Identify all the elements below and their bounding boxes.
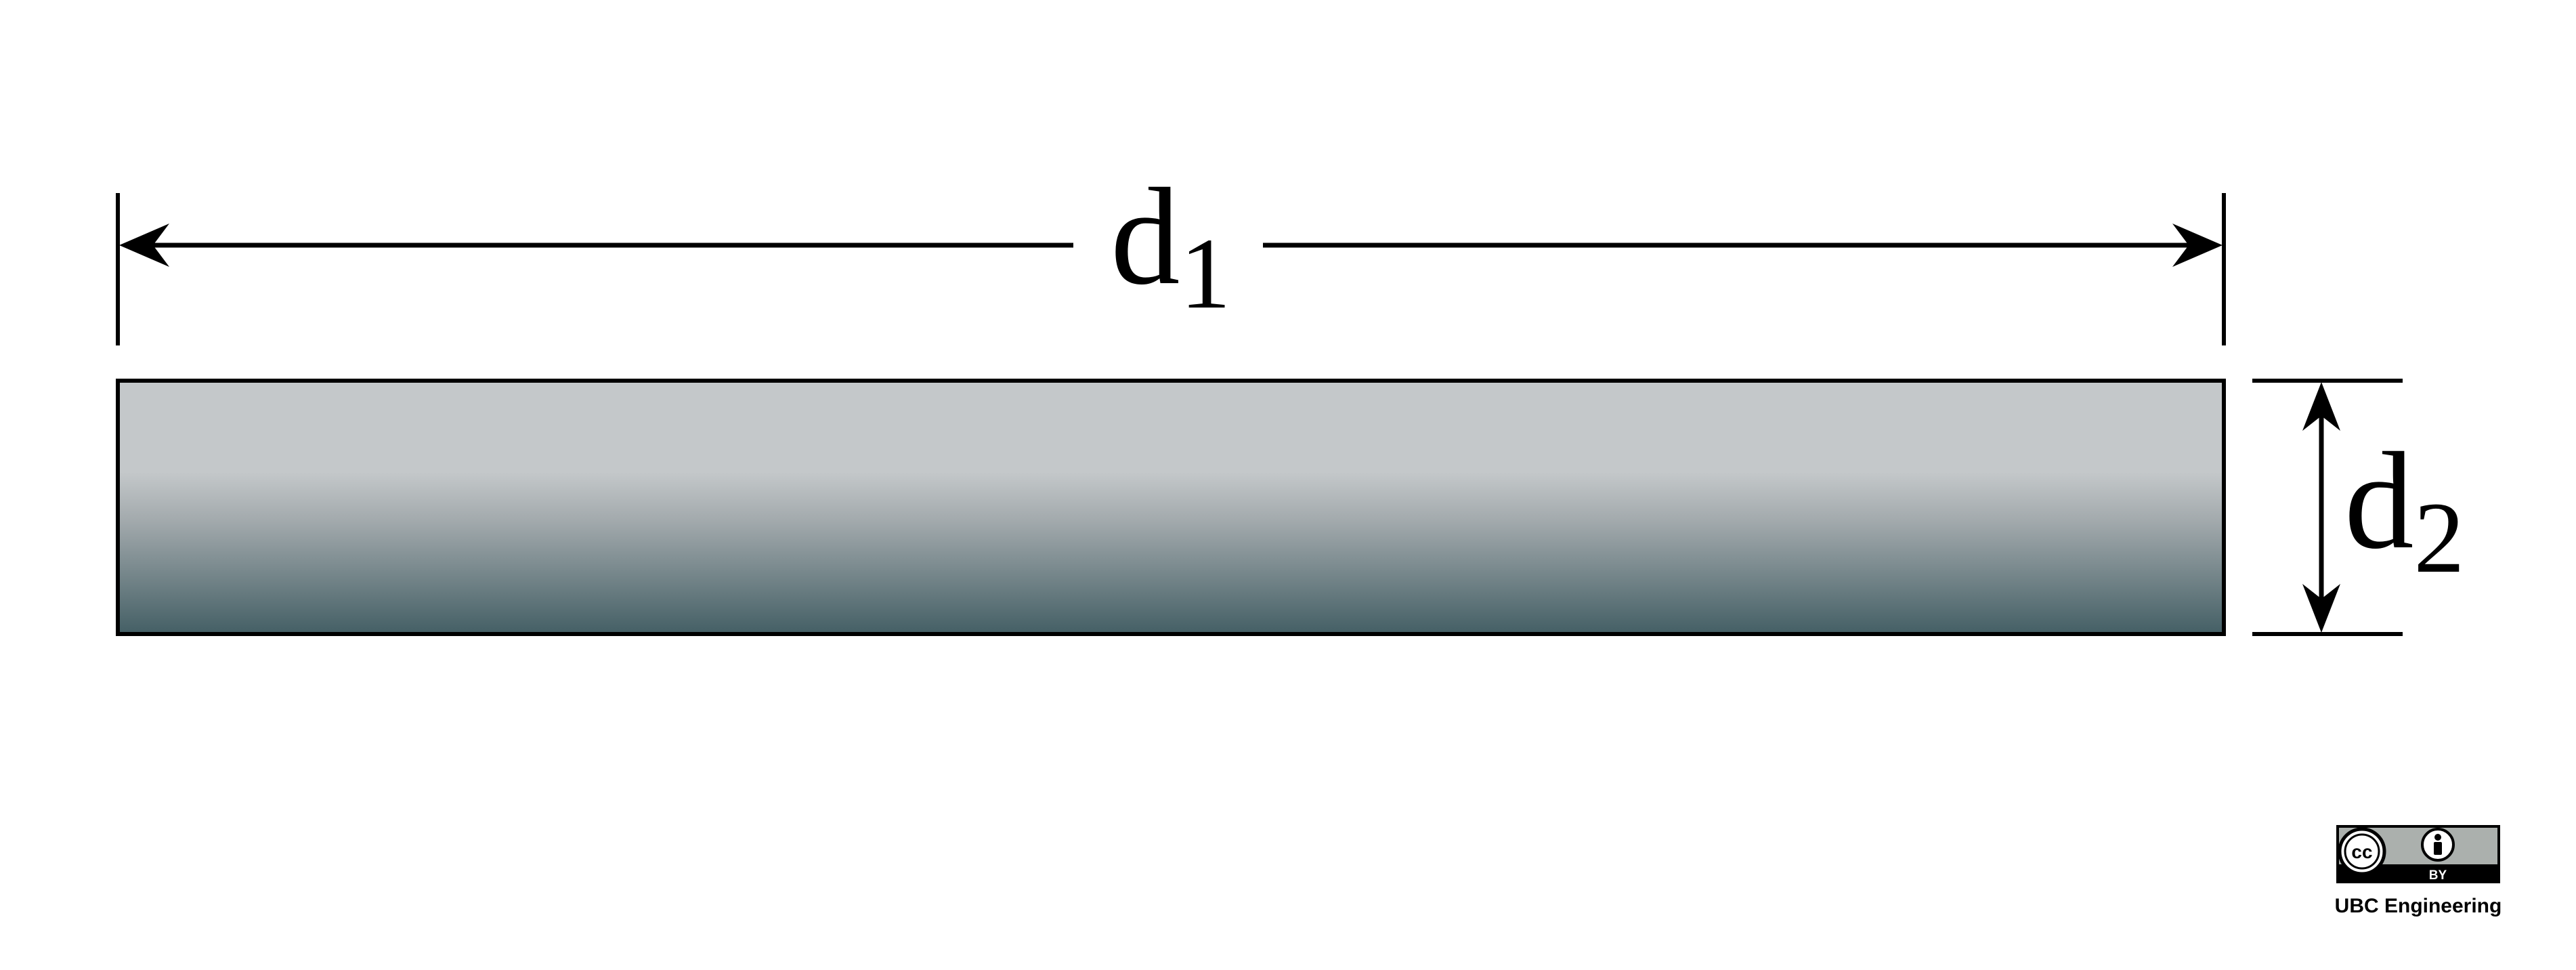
license-credit: UBC Engineering [2335, 895, 2502, 917]
thickness-arrowhead-bottom [2302, 584, 2340, 633]
creative-commons-icon: cc [2338, 827, 2386, 876]
bar-rectangle [116, 379, 2226, 636]
length-label: d1 [1111, 160, 1231, 330]
thickness-label: d2 [2344, 424, 2465, 594]
license-by-text: BY [2429, 868, 2447, 883]
length-subscript: 1 [1180, 217, 1231, 330]
cc-by-license-badge: cc BY [2336, 825, 2500, 883]
thickness-arrowhead-top [2302, 382, 2340, 431]
length-symbol: d [1111, 160, 1180, 314]
attribution-person-icon [2421, 828, 2455, 862]
length-arrowhead-right [2172, 224, 2223, 267]
thickness-subscript: 2 [2414, 482, 2465, 594]
length-arrowhead-left [119, 224, 169, 267]
thickness-symbol: d [2344, 424, 2414, 578]
thickness-dimension [2252, 379, 2403, 636]
cc-icon-text: cc [2351, 841, 2372, 862]
length-dimension [116, 193, 2226, 345]
